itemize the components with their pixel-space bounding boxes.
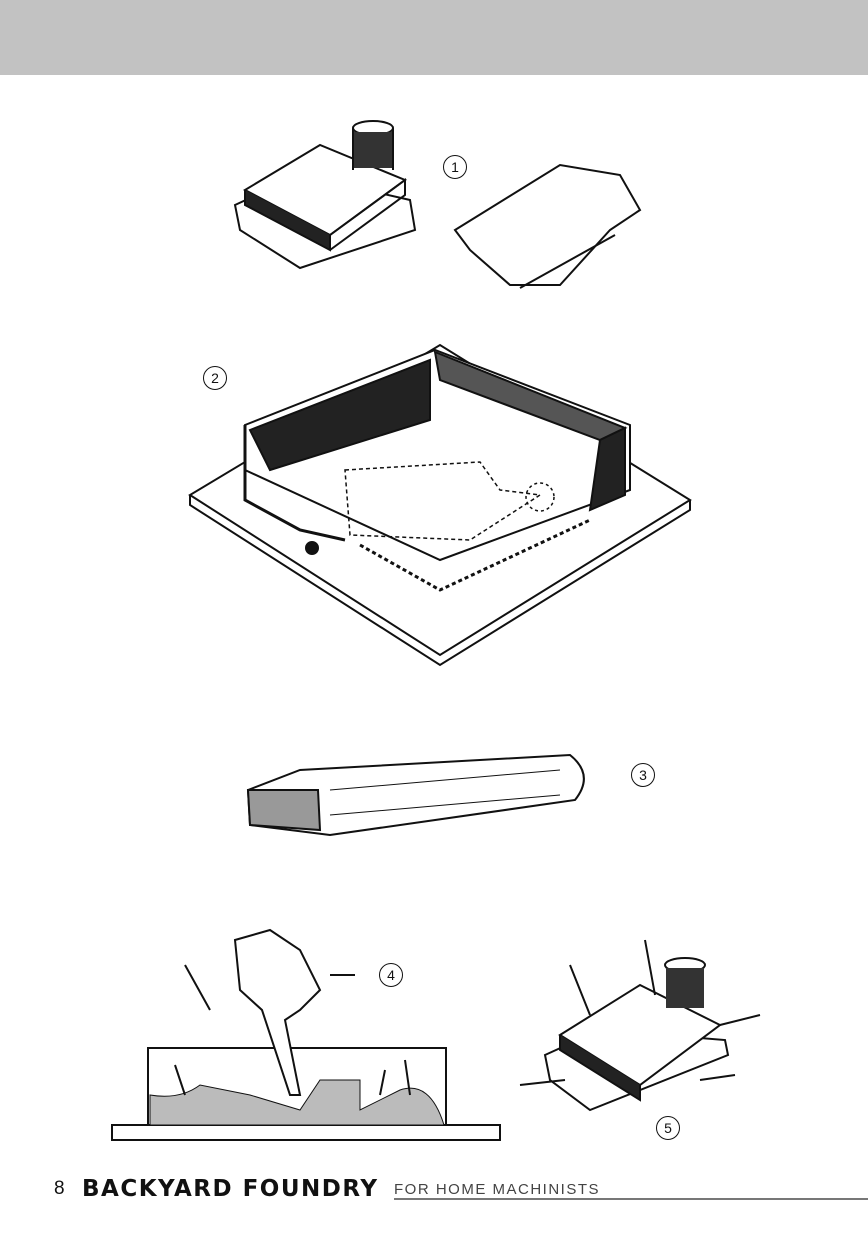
figure-number-4: 4 <box>379 963 403 987</box>
figure-4-ramming <box>111 928 501 1141</box>
figure-3-rammer <box>246 753 585 837</box>
figure-1-pattern-with-block <box>233 120 417 270</box>
page-number: 8 <box>54 1178 65 1199</box>
book-title: BACKYARD FOUNDRY <box>82 1176 379 1202</box>
book-subtitle: FOR HOME MACHINISTS <box>394 1181 601 1198</box>
figure-number-1: 1 <box>443 155 467 179</box>
figure-2-flask <box>188 343 692 667</box>
figure-5-pattern-pressed <box>519 939 761 1112</box>
figure-number-3: 3 <box>631 763 655 787</box>
footer-rule <box>394 1198 868 1200</box>
figure-number-5: 5 <box>656 1116 680 1140</box>
figure-1-pattern-plate <box>453 163 642 289</box>
figure-number-2: 2 <box>203 366 227 390</box>
page-footer: 8 BACKYARD FOUNDRY FOR HOME MACHINISTS <box>54 1176 868 1206</box>
header-band <box>0 0 868 75</box>
